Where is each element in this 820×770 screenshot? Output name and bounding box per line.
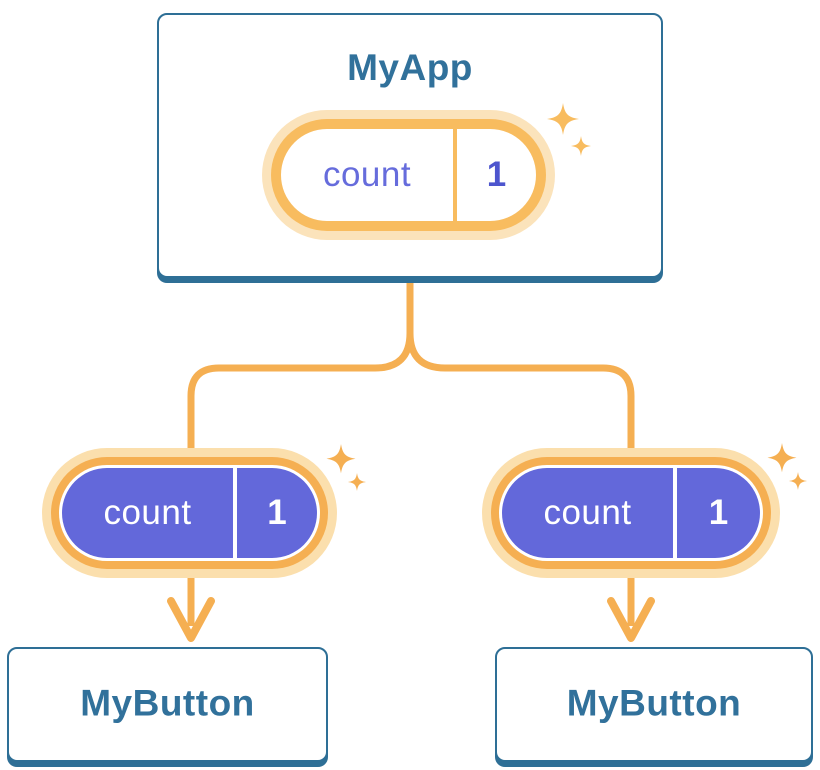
state-value: 1 <box>708 493 729 532</box>
state-pill-border: count 1 <box>271 119 546 231</box>
state-value-cell: 1 <box>457 129 536 221</box>
state-value-cell: 1 <box>677 468 760 558</box>
sparkle-icon <box>547 103 591 156</box>
state-pill-border: count 1 <box>51 457 328 569</box>
state-pill-child-left: count 1 <box>42 448 337 578</box>
state-value: 1 <box>267 493 287 532</box>
component-title: MyButton <box>80 681 255 723</box>
state-pill-border: count 1 <box>491 457 771 569</box>
state-pill-body: count 1 <box>281 129 536 221</box>
component-title: MyApp <box>347 47 473 88</box>
arrow-head-right <box>607 597 655 642</box>
arrow-head-left <box>167 597 215 642</box>
state-name: count <box>103 493 192 532</box>
state-name-cell: count <box>62 468 233 558</box>
state-pill-body: count 1 <box>502 468 760 558</box>
state-pill-body: count 1 <box>62 468 317 558</box>
state-pill-divider <box>453 129 457 221</box>
state-name-cell: count <box>502 468 673 558</box>
state-pill-ring: count 1 <box>499 465 763 561</box>
sparkle-icon <box>326 444 366 491</box>
state-pill-root: count 1 <box>262 110 555 240</box>
state-pill-divider <box>233 468 237 558</box>
state-pill-child-right: count 1 <box>482 448 780 578</box>
state-name: count <box>543 493 632 532</box>
state-value: 1 <box>486 155 507 194</box>
state-name-cell: count <box>281 129 453 221</box>
state-pill-divider <box>673 468 677 558</box>
state-pill-ring: count 1 <box>59 465 320 561</box>
connector-branch-left <box>187 276 414 459</box>
connector-branch-right <box>406 276 635 459</box>
component-card-mybutton-right: MyButton <box>495 647 813 762</box>
state-value-cell: 1 <box>237 468 317 558</box>
sparkle-icon <box>767 443 807 490</box>
component-title: MyButton <box>566 681 742 723</box>
component-card-mybutton-left: MyButton <box>7 647 328 762</box>
state-name: count <box>322 155 412 194</box>
